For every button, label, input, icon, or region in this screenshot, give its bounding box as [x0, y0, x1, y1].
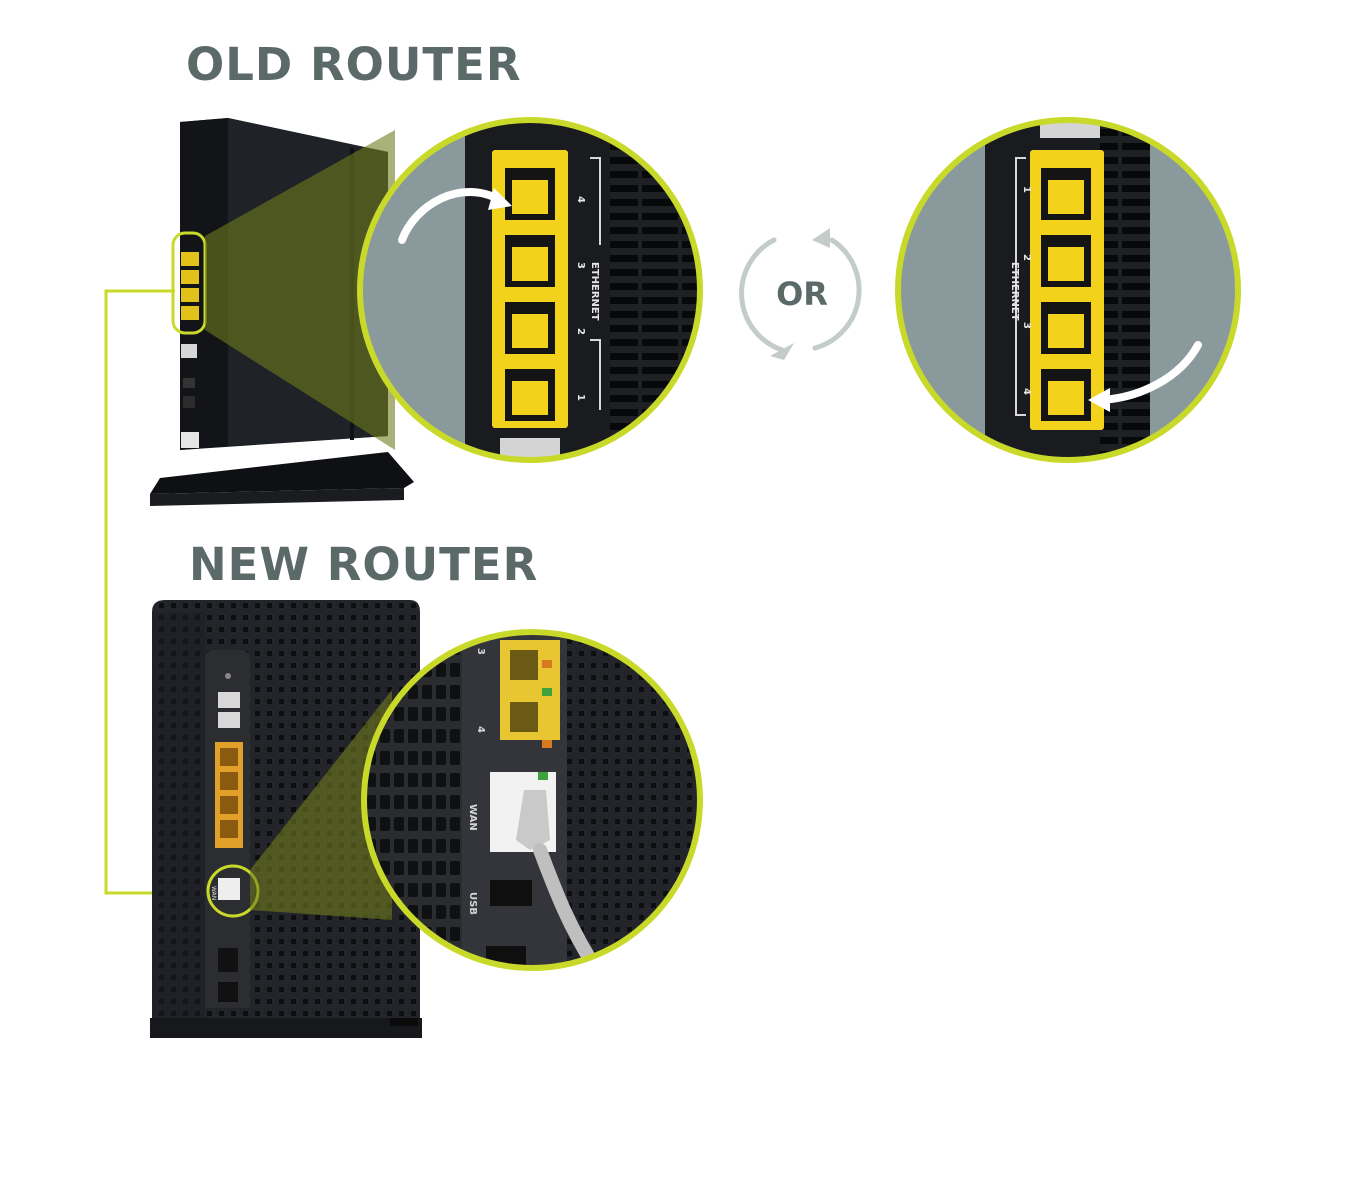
old-zoom-port-number: 1	[575, 394, 586, 401]
old-router-zoom	[360, 120, 700, 460]
alternate-port-zoom	[898, 120, 1238, 460]
new-router-heading: NEW ROUTER	[189, 538, 539, 591]
old-zoom-port-number: 2	[575, 328, 586, 335]
new-zoom-port-number: 4	[475, 726, 486, 733]
new-zoom-usb-label: USB	[467, 892, 478, 915]
old-zoom-port-number: 4	[575, 196, 586, 203]
new-zoom-port-number: 3	[475, 648, 486, 655]
new-router-wan-label: WAN	[210, 886, 217, 900]
old-zoom-port-number: 3	[575, 262, 586, 269]
old-router-ports	[181, 252, 199, 320]
alt-zoom-ethernet-label: ETHERNET	[1009, 262, 1020, 321]
new-zoom-wan-label: WAN	[467, 804, 478, 831]
old-router-zoom-ring	[357, 117, 703, 463]
alt-zoom-port-number: 4	[1021, 388, 1032, 395]
old-router-heading: OLD ROUTER	[186, 38, 522, 91]
old-zoom-ethernet-label: ETHERNET	[589, 262, 600, 321]
new-router-zoom-ring	[361, 629, 703, 971]
alt-zoom-port-number: 1	[1021, 186, 1032, 193]
old-router-zoom-beam	[205, 130, 395, 450]
alt-zoom-port-number: 3	[1021, 322, 1032, 329]
new-router-zoom-beam	[250, 690, 392, 920]
or-label: OR	[776, 275, 828, 313]
alternate-port-zoom-ring	[895, 117, 1241, 463]
alt-zoom-port-number: 2	[1021, 254, 1032, 261]
swap-arrows-icon	[739, 228, 862, 360]
